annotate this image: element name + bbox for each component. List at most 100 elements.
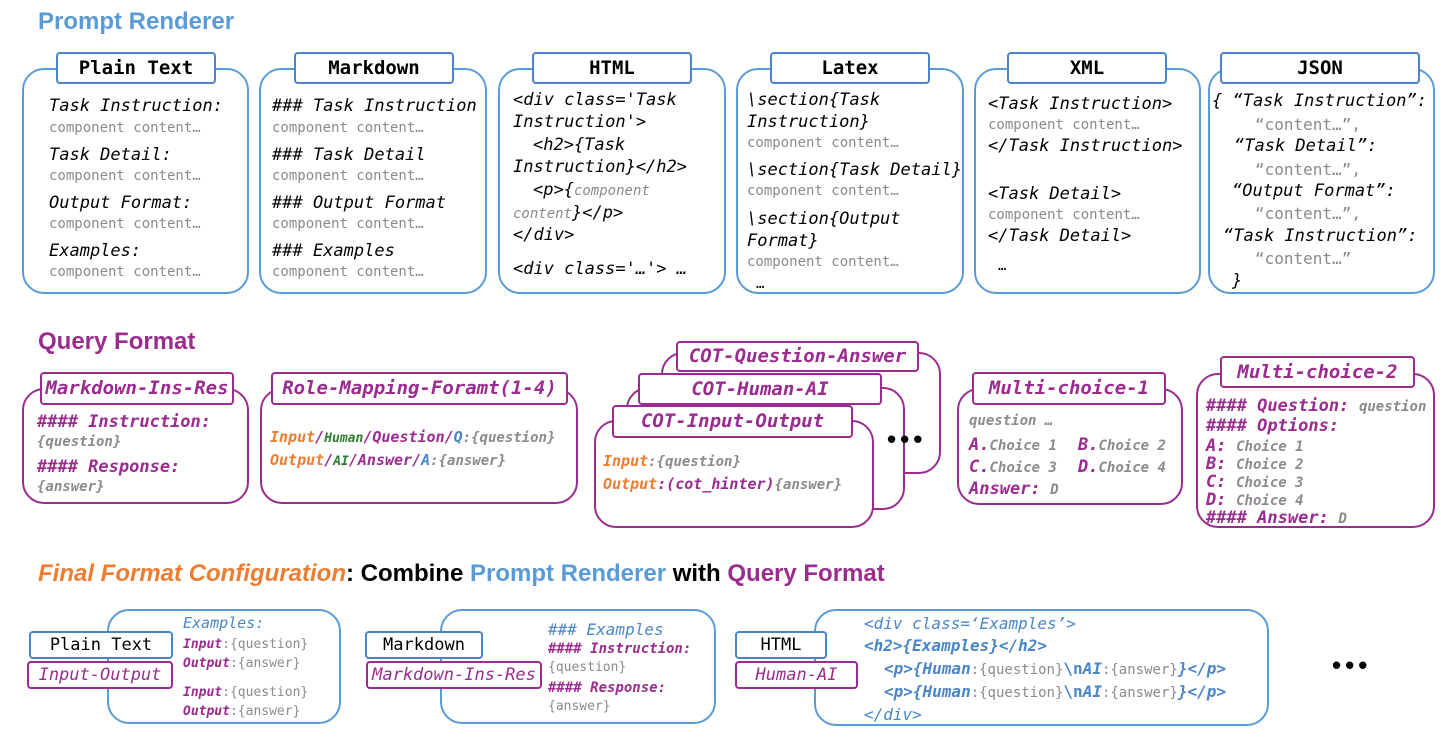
latex-line-2: Instruction} xyxy=(747,112,870,132)
f3-p-line-1: <p>{Human:{question}\nAI:{answer}}</p> xyxy=(884,659,1226,678)
role-sep-3: / xyxy=(444,428,454,446)
markdown-ins-res-card: #### Instruction: {question} #### Respon… xyxy=(22,388,249,504)
final-html-card: <div class=‘Examples’> <h2>{Examples}</h… xyxy=(814,609,1269,726)
mc2-question-label: #### Question: xyxy=(1206,396,1350,416)
mc2-c-choice: Choice 3 xyxy=(1236,475,1304,491)
f3-hq-1: :{question} xyxy=(970,662,1064,678)
latex-content-1: component content… xyxy=(747,135,899,151)
role-sep-5: / xyxy=(348,451,358,469)
f2-question: {question} xyxy=(548,660,627,675)
mc1-a-choice: Choice 1 xyxy=(989,438,1057,454)
mc1-question: question … xyxy=(969,413,1054,429)
role-sep-2: / xyxy=(363,428,373,446)
mc2-c-label: C: xyxy=(1206,472,1227,492)
md-content-1: component content… xyxy=(272,120,424,136)
query-format-title: Query Format xyxy=(38,328,196,355)
cot-answer-value: {answer} xyxy=(774,477,843,493)
md-output-format: ### Output Format xyxy=(272,193,446,213)
json-card: { “Task Instruction”: “content…”, “Task … xyxy=(1208,68,1435,294)
final-format-title: Final Format Configuration: Combine Prom… xyxy=(38,560,885,588)
mc1-row-c: C.Choice 3 xyxy=(969,457,1057,477)
plain-content-2: component content… xyxy=(49,168,201,184)
mc2-d-label: D: xyxy=(1206,490,1227,510)
role-ai: AI xyxy=(333,454,349,469)
latex-content-3: component content… xyxy=(747,254,899,270)
xml-tab: XML xyxy=(1007,52,1167,84)
f3-human-2: Human xyxy=(922,682,971,701)
final-markdown-tab: Markdown xyxy=(365,631,483,659)
mc1-d-label: D. xyxy=(1078,457,1099,477)
role-input: Input xyxy=(270,428,316,446)
f1-input-line-1: Input:{question} xyxy=(183,637,308,652)
role-sep-4: / xyxy=(324,451,334,469)
cot-input-line: Input:{question} xyxy=(603,452,741,470)
html-p-close: }</p> xyxy=(572,203,624,223)
latex-ellipsis: … xyxy=(756,276,765,292)
html-line-6: content}</p> xyxy=(513,203,623,223)
latex-content-2: component content… xyxy=(747,183,899,199)
latex-tab: Latex xyxy=(770,52,930,84)
mc2-answer-label: #### Answer: xyxy=(1206,508,1329,528)
cot-question-answer-tab: COT-Question-Answer xyxy=(676,341,919,372)
plain-content-3: component content… xyxy=(49,216,201,232)
json-tab: JSON xyxy=(1220,52,1420,84)
mir-question: {question} xyxy=(37,434,122,450)
mc2-options-label: #### Options: xyxy=(1206,416,1340,436)
role-mapping-card: Input/Human/Question/Q:{question} Output… xyxy=(260,388,578,504)
f2-examples: ### Examples xyxy=(548,620,664,639)
prompt-renderer-title: Prompt Renderer xyxy=(38,8,235,35)
final-more-dots: ••• xyxy=(1332,650,1372,680)
mc2-b-line: B: Choice 2 xyxy=(1206,454,1304,474)
f1-output-2: Output xyxy=(183,704,230,719)
html-tab: HTML xyxy=(532,52,692,84)
mc2-question-value: question xyxy=(1358,399,1427,415)
plain-examples: Examples: xyxy=(49,241,142,261)
f1-output-value-2: :{answer} xyxy=(229,704,301,719)
f3-nl-2: \n xyxy=(1063,682,1083,701)
role-q: Q xyxy=(453,428,463,446)
mc2-question-line: #### Question: question xyxy=(1206,396,1426,416)
f1-output-line-1: Output:{answer} xyxy=(183,656,300,671)
mc2-a-label: A: xyxy=(1206,436,1227,456)
f3-aa-2: :{answer} xyxy=(1101,685,1178,701)
mc2-b-choice: Choice 2 xyxy=(1236,457,1304,473)
f1-input-value-1: :{question} xyxy=(222,637,309,652)
json-line-7: “Task Instruction”: xyxy=(1223,226,1418,246)
mc2-a-choice: Choice 1 xyxy=(1236,439,1304,455)
f1-output-1: Output xyxy=(183,656,230,671)
json-content-4: “content…” xyxy=(1255,249,1352,268)
plain-content-1: component content… xyxy=(49,120,201,136)
json-line-3: “Task Detail”: xyxy=(1234,136,1378,156)
xml-line-6: </Task Detail> xyxy=(988,226,1132,246)
xml-line-3: </Task Instruction> xyxy=(988,136,1183,156)
cot-input-output-tab: COT-Input-Output xyxy=(612,405,853,438)
plain-text-card: Task Instruction: component content… Tas… xyxy=(22,68,249,294)
mir-response: #### Response: xyxy=(37,457,181,477)
f3-p-line-2: <p>{Human:{question}\nAI:{answer}}</p> xyxy=(884,682,1226,701)
mc1-b-choice: Choice 2 xyxy=(1098,438,1166,454)
final-format-with: with xyxy=(666,560,728,587)
html-card: <div class='Task Instruction'> <h2>{Task… xyxy=(498,68,726,294)
f3-p-open-1: <p>{ xyxy=(884,659,923,678)
xml-line-1: <Task Instruction> xyxy=(988,94,1173,114)
mc1-answer-line: Answer: D xyxy=(969,479,1059,499)
final-format-pr: Prompt Renderer xyxy=(469,560,667,587)
f3-ai-1: AI xyxy=(1082,659,1102,678)
latex-line-1: \section{Task xyxy=(747,90,881,110)
f2-response: #### Response: xyxy=(548,680,667,696)
f1-input-1: Input xyxy=(183,637,223,652)
json-content-2: “content…”, xyxy=(1255,160,1361,179)
f1-input-line-2: Input:{question} xyxy=(183,685,308,700)
json-line-5: “Output Format”: xyxy=(1232,181,1396,201)
multi-choice-1-tab: Multi-choice-1 xyxy=(972,372,1166,405)
f3-div-close: </div> xyxy=(864,705,922,724)
mir-instruction: #### Instruction: xyxy=(37,412,211,432)
f2-answer: {answer} xyxy=(548,699,611,714)
mc2-answer-value: D xyxy=(1338,511,1347,527)
md-content-2: component content… xyxy=(272,168,424,184)
json-close-brace: } xyxy=(1232,271,1243,291)
json-content-3: “content…”, xyxy=(1255,204,1361,223)
markdown-tab: Markdown xyxy=(294,52,454,84)
f1-output-value-1: :{answer} xyxy=(229,656,301,671)
final-human-ai-tab: Human-AI xyxy=(735,661,858,689)
